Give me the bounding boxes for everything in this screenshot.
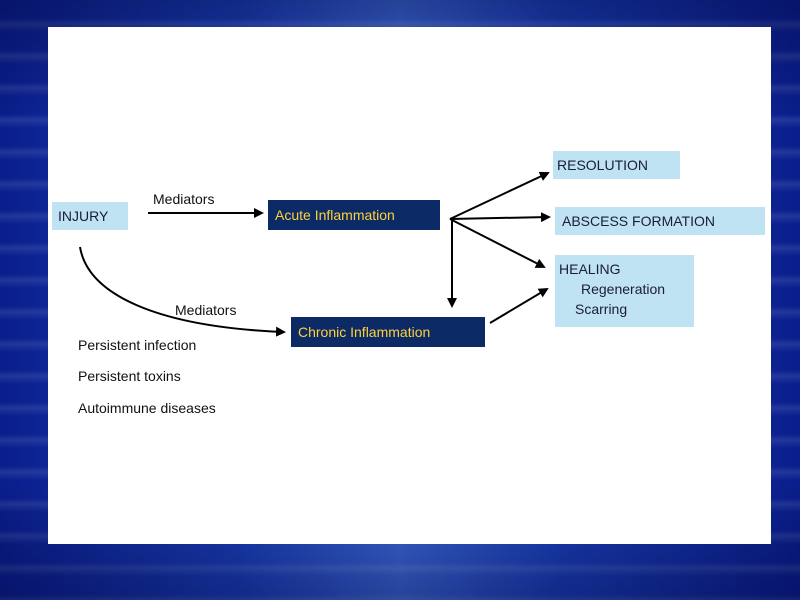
slide-panel: INJURY Mediators Acute Inflammation RESO… [48,27,771,544]
cause-persistent-toxins: Persistent toxins [78,368,181,384]
healing-item-scarring: Scarring [575,301,628,317]
mediators-label-bottom: Mediators [175,302,237,318]
arrow-injury-to-chronic [79,246,286,337]
arrow-acute-to-healing [449,218,546,268]
healing-box: HEALING Regeneration Scarring [555,255,694,327]
healing-title: HEALING [559,261,621,277]
injury-box: INJURY [52,202,128,230]
arrow-acute-to-abscess [449,212,551,223]
cause-persistent-infection: Persistent infection [78,337,197,353]
arrow-layer [79,171,551,337]
arrow-chronic-to-healing [489,287,549,324]
arrow-acute-to-resolution [449,171,550,220]
resolution-box: RESOLUTION [553,151,680,179]
abscess-formation-box: ABSCESS FORMATION [555,207,765,235]
mediators-label-top: Mediators [153,191,215,207]
healing-item-regeneration: Regeneration [581,281,666,297]
acute-inflammation-box: Acute Inflammation [268,200,440,230]
chronic-inflammation-box: Chronic Inflammation [291,317,485,347]
cause-autoimmune-diseases: Autoimmune diseases [78,400,216,416]
